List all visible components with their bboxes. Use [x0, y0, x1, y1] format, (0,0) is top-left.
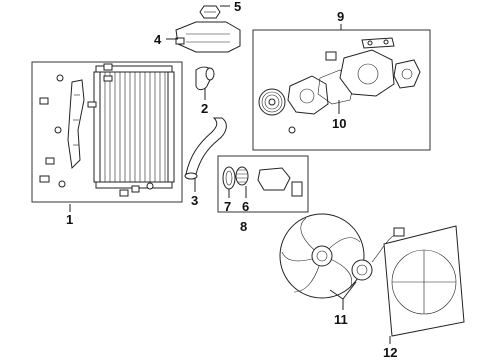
- callout-12: 12: [383, 345, 397, 360]
- callout-2: 2: [201, 101, 208, 116]
- outlet-hose: [184, 117, 227, 180]
- water-pump-gasket: [317, 69, 355, 105]
- water-pump-group-frame: [252, 29, 431, 151]
- coolant-reservoir: [175, 21, 241, 53]
- thermostat: [235, 166, 249, 186]
- water-pump-pulley: [258, 88, 286, 116]
- leader-lines: [69, 5, 391, 344]
- water-pump: [287, 75, 329, 134]
- pump-bracket: [361, 37, 395, 49]
- thermostat-group-frame: [217, 155, 309, 213]
- callout-8: 8: [240, 219, 247, 234]
- callout-7: 7: [224, 199, 231, 214]
- callout-3: 3: [191, 193, 198, 208]
- thermostat-seal: [222, 166, 236, 190]
- callout-4: 4: [154, 32, 162, 47]
- radiator: [93, 65, 175, 189]
- thermostat-cover: [257, 167, 303, 197]
- callout-11: 11: [334, 312, 348, 327]
- radiator-fasteners: [39, 63, 154, 197]
- callout-5: 5: [234, 0, 241, 14]
- cooling-fan: [279, 213, 365, 299]
- fan-shroud: [383, 225, 465, 337]
- callout-1: 1: [66, 212, 73, 227]
- callout-10: 10: [332, 116, 346, 131]
- callout-9: 9: [337, 9, 344, 24]
- reservoir-cap: [199, 5, 221, 19]
- inlet-hose: [195, 66, 215, 91]
- water-pump-housing: [325, 49, 395, 97]
- callout-6: 6: [242, 199, 249, 214]
- thermostat-housing: [393, 59, 421, 89]
- radiator-bracket: [67, 79, 85, 170]
- radiator-group-frame: [31, 61, 183, 203]
